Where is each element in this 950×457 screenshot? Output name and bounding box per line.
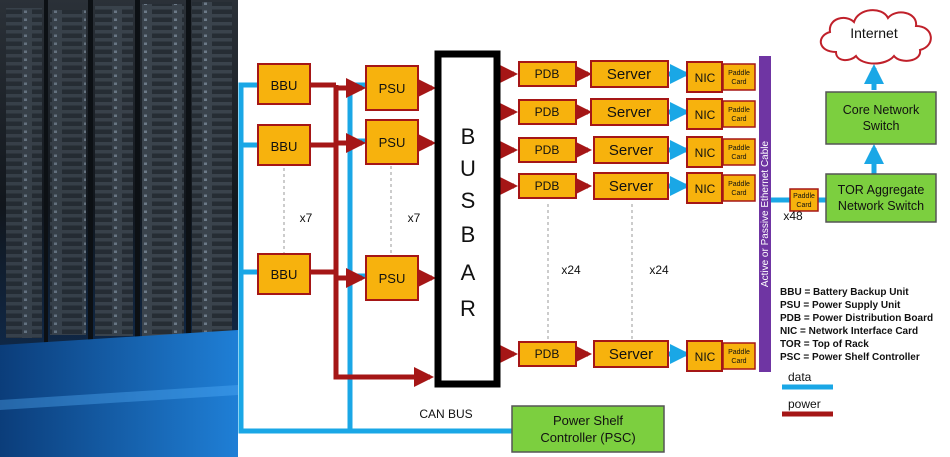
paddle-card-label: Card bbox=[731, 358, 746, 365]
pdb-label: PDB bbox=[535, 105, 560, 119]
psu-count-label: x7 bbox=[408, 211, 421, 225]
tor-switch-label: Network Switch bbox=[838, 199, 924, 213]
legend-abbreviation: PSC = Power Shelf Controller bbox=[780, 352, 920, 363]
server-row: PDB Server NIC Paddle Card bbox=[518, 340, 756, 372]
pdb-label: PDB bbox=[535, 67, 560, 81]
bbu-label: BBU bbox=[271, 139, 298, 154]
legend-abbreviation: TOR = Top of Rack bbox=[780, 339, 869, 350]
paddle-card-label: Paddle bbox=[728, 145, 750, 152]
bbu-label: BBU bbox=[271, 78, 298, 93]
server-row: PDB Server NIC Paddle Card bbox=[518, 172, 756, 204]
tor-paddle-card: Paddle Card bbox=[789, 188, 819, 212]
server-row: PDB Server NIC Paddle Card bbox=[518, 60, 756, 93]
power-lines bbox=[310, 64, 592, 387]
nic-count-label: x48 bbox=[783, 209, 803, 223]
legend-abbreviation: PDB = Power Distribution Board bbox=[780, 313, 933, 324]
server-count-label: x24 bbox=[649, 263, 669, 277]
bbu-column: BBU BBU BBU x7 bbox=[257, 63, 313, 295]
nic-label: NIC bbox=[695, 146, 716, 160]
repetition-dashes bbox=[283, 160, 633, 340]
psu-box: PSU bbox=[365, 255, 419, 301]
bbu-count-label: x7 bbox=[300, 211, 313, 225]
paddle-card-label: Paddle bbox=[728, 107, 750, 114]
tor-aggregate-switch: TOR Aggregate Network Switch bbox=[825, 173, 937, 223]
legend-abbreviation: BBU = Battery Backup Unit bbox=[780, 287, 909, 298]
server-label: Server bbox=[607, 66, 651, 83]
psu-column: PSU PSU PSU x7 bbox=[365, 65, 421, 301]
bbu-box: BBU bbox=[257, 124, 311, 166]
server-rows: PDB Server NIC Paddle Card PDB Server NI… bbox=[518, 60, 756, 372]
psu-label: PSU bbox=[379, 135, 406, 150]
legend: BBU = Battery Backup Unit PSU = Power Su… bbox=[780, 287, 933, 417]
busbar-letter: U bbox=[460, 156, 476, 181]
psc-label: Controller (PSC) bbox=[540, 430, 635, 445]
legend-abbreviation: NIC = Network Interface Card bbox=[780, 326, 918, 337]
bbu-box: BBU bbox=[257, 253, 311, 295]
psu-label: PSU bbox=[379, 81, 406, 96]
busbar-letter: B bbox=[461, 222, 476, 247]
busbar-letter: R bbox=[460, 296, 476, 321]
server-row: PDB Server NIC Paddle Card bbox=[518, 136, 756, 168]
nic-label: NIC bbox=[695, 182, 716, 196]
paddle-card-label: Card bbox=[731, 116, 746, 123]
ethernet-cable-label: Active or Passive Ethernet Cable bbox=[760, 140, 771, 287]
paddle-card-label: Card bbox=[731, 154, 746, 161]
busbar: B U S B A R bbox=[434, 50, 501, 388]
paddle-card-label: Paddle bbox=[728, 349, 750, 356]
server-row: PDB Server NIC Paddle Card bbox=[518, 98, 756, 130]
bbu-box: BBU bbox=[257, 63, 311, 105]
server-label: Server bbox=[609, 346, 653, 363]
internet-label: Internet bbox=[850, 25, 898, 41]
psu-box: PSU bbox=[365, 65, 419, 111]
paddle-card-label: Paddle bbox=[728, 70, 750, 77]
psu-label: PSU bbox=[379, 271, 406, 286]
paddle-card-label: Card bbox=[796, 202, 811, 209]
internet-cloud: Internet bbox=[820, 9, 932, 65]
busbar-letter: S bbox=[461, 188, 476, 213]
pdb-label: PDB bbox=[535, 347, 560, 361]
core-switch-label: Core Network bbox=[843, 103, 920, 117]
busbar-letter: A bbox=[461, 260, 476, 285]
psu-box: PSU bbox=[365, 119, 419, 165]
paddle-card-label: Card bbox=[731, 79, 746, 86]
legend-abbreviation: PSU = Power Supply Unit bbox=[780, 300, 901, 311]
core-network-switch: Core Network Switch bbox=[825, 91, 937, 145]
server-label: Server bbox=[609, 142, 653, 159]
ethernet-cable-bar: Active or Passive Ethernet Cable bbox=[759, 56, 771, 372]
legend-power-label: power bbox=[788, 397, 821, 411]
pdb-label: PDB bbox=[535, 143, 560, 157]
pdb-count-label: x24 bbox=[561, 263, 581, 277]
psc-label: Power Shelf bbox=[553, 413, 623, 428]
nic-label: NIC bbox=[695, 71, 716, 85]
server-room-image bbox=[0, 0, 238, 457]
tor-switch-label: TOR Aggregate bbox=[838, 183, 925, 197]
legend-data-label: data bbox=[788, 370, 812, 384]
power-shelf-controller: Power Shelf Controller (PSC) bbox=[511, 405, 665, 453]
core-switch-label: Switch bbox=[863, 119, 900, 133]
nic-label: NIC bbox=[695, 350, 716, 364]
paddle-card-label: Paddle bbox=[793, 193, 815, 200]
server-label: Server bbox=[607, 104, 651, 121]
can-bus-label: CAN BUS bbox=[419, 407, 472, 421]
pdb-label: PDB bbox=[535, 179, 560, 193]
paddle-card-label: Card bbox=[731, 190, 746, 197]
nic-label: NIC bbox=[695, 108, 716, 122]
busbar-letter: B bbox=[461, 124, 476, 149]
paddle-card-label: Paddle bbox=[728, 181, 750, 188]
bbu-label: BBU bbox=[271, 267, 298, 282]
server-label: Server bbox=[609, 178, 653, 195]
